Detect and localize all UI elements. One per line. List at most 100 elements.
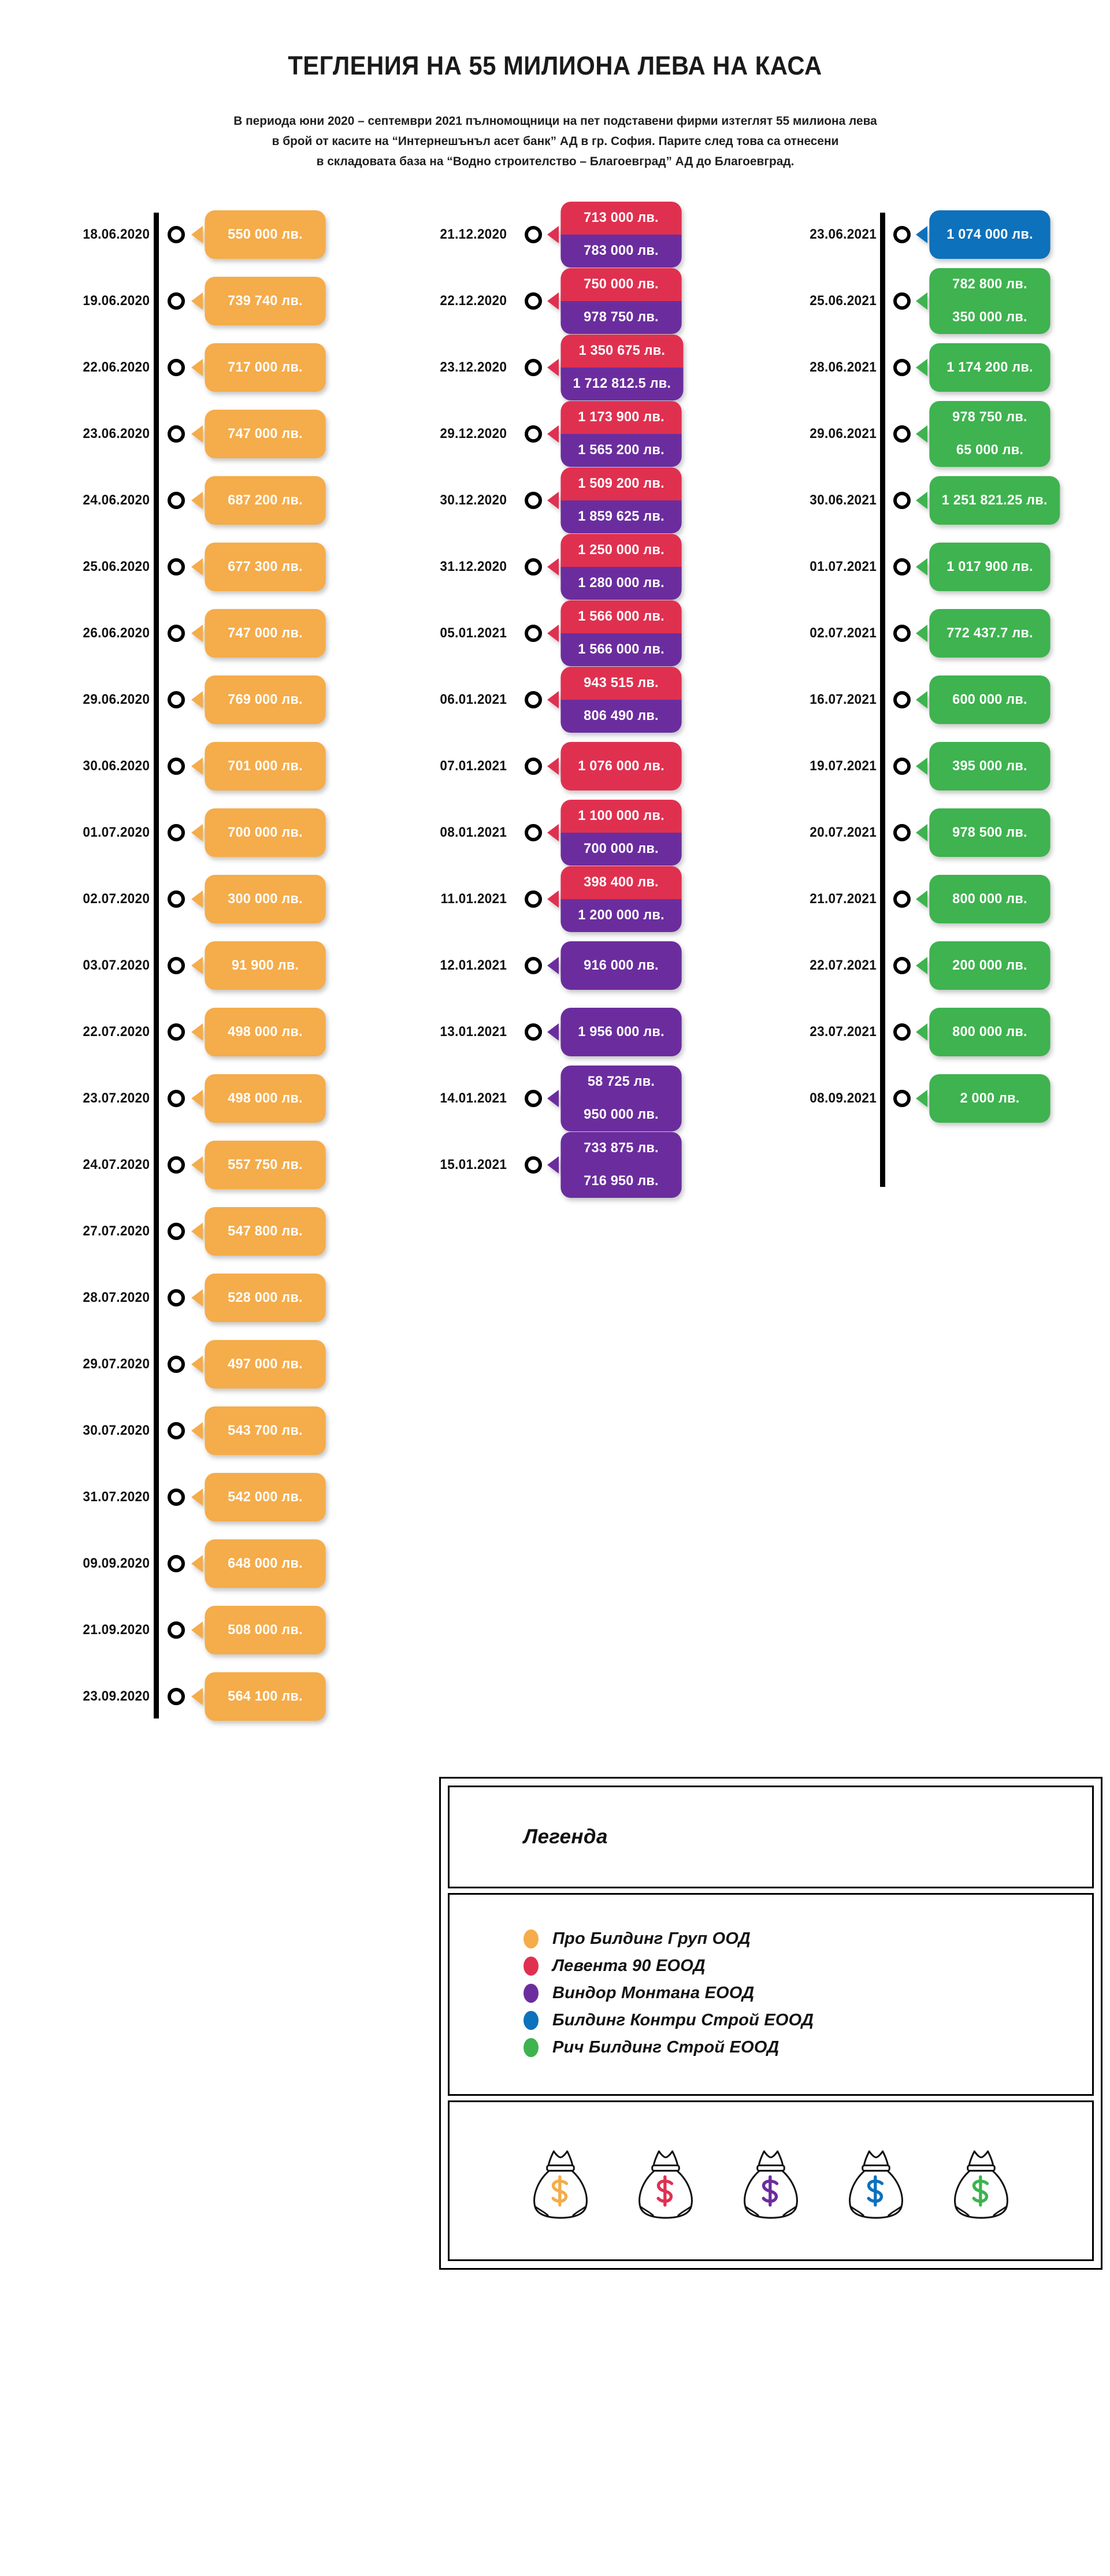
legend-item-4[interactable]: Рич Билдинг Строй ЕООД: [524, 2038, 1092, 2057]
amount-bubble[interactable]: 547 800 лв.: [202, 1207, 328, 1256]
timeline-node: [168, 1687, 185, 1705]
amount-bubble[interactable]: 739 740 лв.: [202, 276, 328, 325]
amount-bubble[interactable]: 978 500 лв.: [927, 808, 1053, 857]
amount-value: 58 725 лв.: [560, 1065, 682, 1098]
amount-value: 550 000 лв.: [205, 210, 326, 259]
legend-item-1[interactable]: Левента 90 ЕООД: [524, 1957, 1092, 1976]
amount-bubble[interactable]: 1 100 000 лв.700 000 лв.: [558, 799, 684, 866]
amount-bubble[interactable]: 1 956 000 лв.: [558, 1007, 684, 1056]
amount-bubble[interactable]: 648 000 лв.: [202, 1539, 328, 1588]
timeline-node: [893, 757, 911, 775]
amount-bubble[interactable]: 542 000 лв.: [202, 1472, 328, 1521]
amount-bubble[interactable]: 2 000 лв.: [927, 1074, 1053, 1123]
amount-bubble[interactable]: 91 900 лв.: [202, 941, 328, 990]
amount-bubble[interactable]: 550 000 лв.: [202, 210, 328, 259]
amount-value: 528 000 лв.: [205, 1273, 326, 1322]
amount-value: 564 100 лв.: [205, 1672, 326, 1721]
legend-item-label: Левента 90 ЕООД: [552, 1957, 706, 1975]
amount-bubble[interactable]: 564 100 лв.: [202, 1672, 328, 1721]
amount-bubble[interactable]: 800 000 лв.: [927, 874, 1053, 923]
amount-bubble[interactable]: 747 000 лв.: [202, 409, 328, 458]
timeline-date: 21.07.2021: [810, 890, 877, 907]
amount-value: 772 437.7 лв.: [929, 608, 1050, 658]
amount-bubble[interactable]: 1 250 000 лв.1 280 000 лв.: [558, 533, 684, 600]
amount-value: 508 000 лв.: [205, 1605, 326, 1654]
timeline-node: [168, 1156, 185, 1174]
timeline-node: [525, 491, 542, 509]
amount-bubble[interactable]: 498 000 лв.: [202, 1007, 328, 1056]
timeline-node: [168, 1421, 185, 1439]
legend-item-3[interactable]: Билдинг Контри Строй ЕООД: [524, 2011, 1092, 2030]
amount-bubble[interactable]: 943 515 лв.806 490 лв.: [558, 666, 684, 733]
timeline-row: 23.09.2020 564 100 лв.: [0, 1663, 370, 1729]
timeline-node: [893, 624, 911, 642]
amount-bubble[interactable]: 701 000 лв.: [202, 741, 328, 790]
timeline-date: 22.07.2020: [83, 1023, 150, 1040]
timeline-date: 30.06.2021: [810, 492, 877, 508]
amount-bubble[interactable]: 978 750 лв.65 000 лв.: [927, 400, 1053, 467]
amount-bubble[interactable]: 58 725 лв.950 000 лв.: [558, 1065, 684, 1131]
amount-value: 782 800 лв.: [929, 268, 1050, 301]
amount-bubble[interactable]: 398 400 лв.1 200 000 лв.: [558, 866, 684, 932]
timeline-node: [525, 225, 542, 243]
amount-bubble[interactable]: 200 000 лв.: [927, 941, 1053, 990]
amount-bubble[interactable]: 1 566 000 лв.1 566 000 лв.: [558, 600, 684, 666]
amount-bubble[interactable]: 750 000 лв.978 750 лв.: [558, 268, 684, 334]
timeline-node: [168, 956, 185, 974]
timeline-date: 23.12.2020: [440, 359, 507, 375]
amount-bubble[interactable]: 772 437.7 лв.: [927, 608, 1053, 658]
amount-bubble[interactable]: 1 076 000 лв.: [558, 741, 684, 790]
amount-value: 783 000 лв.: [560, 234, 682, 268]
amount-bubble[interactable]: 747 000 лв.: [202, 608, 328, 658]
amount-bubble[interactable]: 528 000 лв.: [202, 1273, 328, 1322]
legend-item-0[interactable]: Про Билдинг Груп ООД: [524, 1929, 1092, 1948]
amount-bubble[interactable]: 497 000 лв.: [202, 1339, 328, 1389]
amount-bubble[interactable]: 498 000 лв.: [202, 1074, 328, 1123]
amount-bubble[interactable]: 543 700 лв.: [202, 1406, 328, 1455]
amount-bubble[interactable]: 782 800 лв.350 000 лв.: [927, 268, 1053, 334]
legend-item-2[interactable]: Виндор Монтана ЕООД: [524, 1984, 1092, 2003]
amount-bubble[interactable]: 717 000 лв.: [202, 343, 328, 392]
timeline-date: 19.07.2021: [810, 758, 877, 774]
timeline-node: [893, 691, 911, 708]
amount-bubble[interactable]: 600 000 лв.: [927, 675, 1053, 724]
timeline-date: 23.07.2020: [83, 1090, 150, 1106]
amount-bubble[interactable]: 769 000 лв.: [202, 675, 328, 724]
amount-bubble[interactable]: 300 000 лв.: [202, 874, 328, 923]
amount-bubble[interactable]: 1 173 900 лв.1 565 200 лв.: [558, 400, 684, 467]
amount-bubble[interactable]: 557 750 лв.: [202, 1140, 328, 1189]
amount-bubble[interactable]: 687 200 лв.: [202, 476, 328, 525]
money-bag-icon: [946, 2147, 1016, 2221]
amount-value: 497 000 лв.: [205, 1339, 326, 1389]
amount-bubble[interactable]: 1 251 821.25 лв.: [927, 476, 1063, 525]
timeline-date: 23.09.2020: [83, 1688, 150, 1704]
amount-bubble[interactable]: 1 174 200 лв.: [927, 343, 1053, 392]
timeline-row: 23.07.2020 498 000 лв.: [0, 1065, 370, 1131]
timeline-date: 02.07.2020: [83, 890, 150, 907]
amount-bubble[interactable]: 733 875 лв.716 950 лв.: [558, 1131, 684, 1198]
legend-color-swatch: [524, 2011, 539, 2030]
amount-bubble[interactable]: 1 074 000 лв.: [927, 210, 1053, 259]
amount-value: 1 250 000 лв.: [560, 533, 682, 567]
amount-bubble[interactable]: 1 350 675 лв.1 712 812.5 лв.: [558, 334, 686, 400]
timeline-date: 22.07.2021: [810, 957, 877, 973]
amount-bubble[interactable]: 1 017 900 лв.: [927, 542, 1053, 591]
amount-bubble[interactable]: 916 000 лв.: [558, 941, 684, 990]
timeline-date: 28.06.2021: [810, 359, 877, 375]
amount-bubble[interactable]: 713 000 лв.783 000 лв.: [558, 201, 684, 268]
amount-bubble[interactable]: 395 000 лв.: [927, 741, 1053, 790]
amount-bubble[interactable]: 677 300 лв.: [202, 542, 328, 591]
amount-bubble[interactable]: 800 000 лв.: [927, 1007, 1053, 1056]
amount-bubble[interactable]: 508 000 лв.: [202, 1605, 328, 1654]
amount-bubble[interactable]: 1 509 200 лв.1 859 625 лв.: [558, 467, 684, 533]
amount-bubble[interactable]: 700 000 лв.: [202, 808, 328, 857]
